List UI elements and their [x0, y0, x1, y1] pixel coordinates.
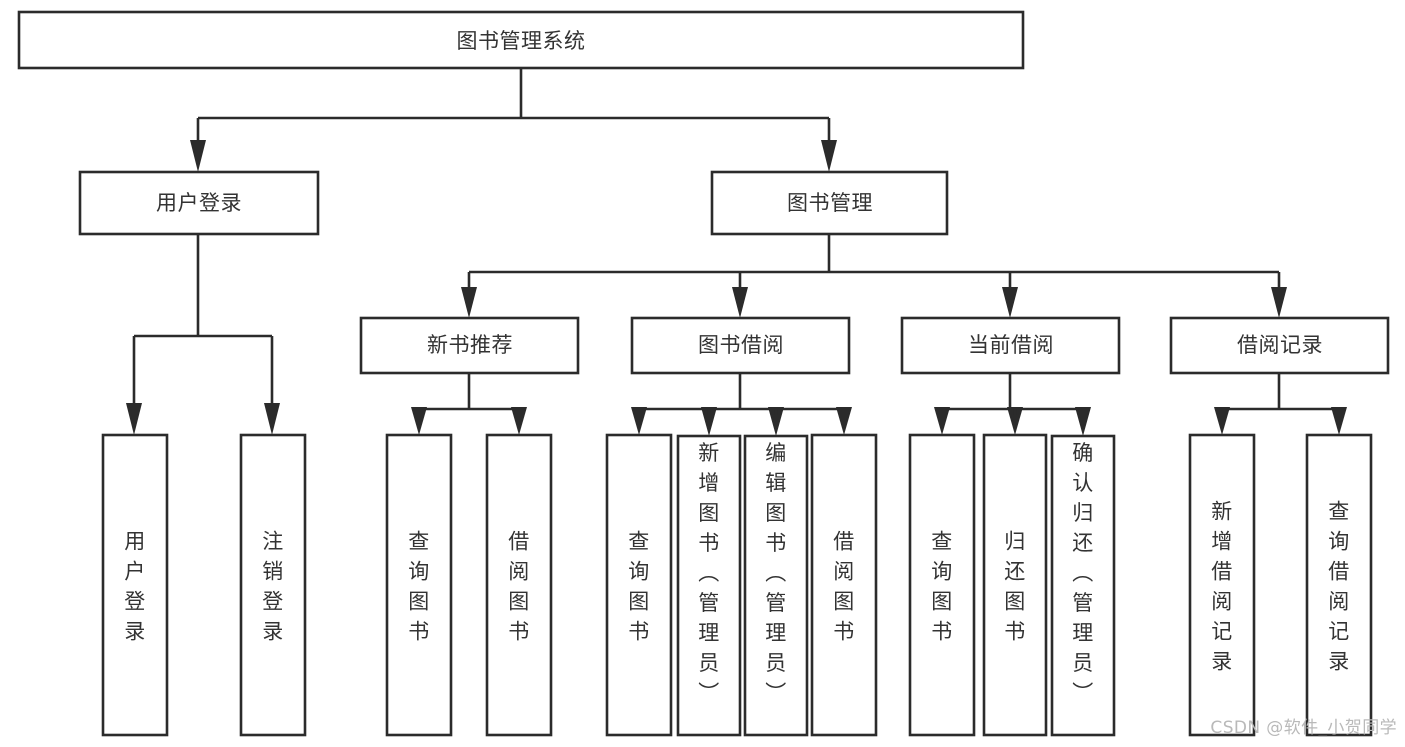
arrow-leaf-add-borrow-rec: [1214, 407, 1230, 435]
arrow-to-book-manage: [821, 140, 837, 172]
node-borrow-record-label: 借阅记录: [1237, 333, 1323, 357]
node-leaf-borrow-book-bo-box[interactable]: [810, 433, 878, 737]
node-leaf-add-book-admin-box[interactable]: [676, 434, 742, 737]
arrow-leaf-logout-login: [264, 403, 280, 435]
arrow-leaf-user-login: [126, 403, 142, 435]
node-leaf-logout-login-label: 注销登录: [262, 529, 284, 643]
node-book-manage[interactable]: 图书管理: [710, 170, 949, 236]
node-leaf-query-book-bo-label: 查询图书: [628, 529, 650, 643]
node-book-manage-label: 图书管理: [787, 191, 873, 215]
node-leaf-return-book-label: 归还图书: [1004, 529, 1026, 643]
node-current-borrow-label: 当前借阅: [968, 333, 1054, 357]
node-leaf-edit-book-admin-label: 编辑图书︵管理员︶: [765, 441, 787, 705]
node-leaf-query-borrow-rec[interactable]: 查询借阅记录: [1305, 433, 1373, 737]
node-leaf-edit-book-admin[interactable]: 编辑图书︵管理员︶: [743, 434, 809, 737]
node-leaf-borrow-book-bo[interactable]: 借阅图书: [810, 433, 878, 737]
node-leaf-query-book-cur-label: 查询图书: [931, 529, 953, 643]
arrow-leaf-borrow-book-bo: [836, 407, 852, 435]
node-root[interactable]: 图书管理系统: [17, 10, 1025, 70]
node-leaf-add-borrow-rec[interactable]: 新增借阅记录: [1188, 433, 1256, 737]
node-book-borrow[interactable]: 图书借阅: [630, 316, 851, 375]
node-leaf-query-book-rec[interactable]: 查询图书: [385, 433, 453, 737]
node-leaf-query-book-rec-box[interactable]: [385, 433, 453, 737]
arrow-leaf-query-book-cur: [934, 407, 950, 435]
leaf-layer: 用户登录 注销登录 查询图书 借阅图书 查询图书 新增图书︵管理员︶: [101, 433, 1373, 737]
node-leaf-user-login-label: 用户登录: [124, 529, 146, 643]
node-leaf-add-book-admin[interactable]: 新增图书︵管理员︶: [676, 434, 742, 737]
node-leaf-borrow-book-rec-box[interactable]: [485, 433, 553, 737]
arrow-to-current-borrow: [1002, 287, 1018, 318]
node-leaf-logout-login-box[interactable]: [239, 433, 307, 737]
node-leaf-query-book-bo[interactable]: 查询图书: [605, 433, 673, 737]
arrow-leaf-return-book: [1007, 407, 1023, 435]
node-root-label: 图书管理系统: [457, 29, 586, 53]
node-borrow-record-box[interactable]: [1169, 316, 1390, 375]
node-user-login-label: 用户登录: [156, 191, 242, 215]
node-leaf-confirm-return-box[interactable]: [1050, 434, 1116, 737]
node-leaf-return-book-box[interactable]: [982, 433, 1048, 737]
node-borrow-record[interactable]: 借阅记录: [1169, 316, 1390, 375]
node-book-borrow-box[interactable]: [630, 316, 851, 375]
node-book-manage-box[interactable]: [710, 170, 949, 236]
node-leaf-query-book-bo-box[interactable]: [605, 433, 673, 737]
arrow-to-new-book-rec: [461, 287, 477, 318]
node-leaf-add-borrow-rec-label: 新增借阅记录: [1211, 499, 1233, 673]
node-user-login-box[interactable]: [78, 170, 320, 236]
arrow-leaf-edit-book-admin: [768, 407, 784, 436]
node-user-login[interactable]: 用户登录: [78, 170, 320, 236]
connector-layer: [126, 68, 1347, 436]
node-leaf-user-login[interactable]: 用户登录: [101, 433, 169, 737]
arrow-leaf-confirm-return: [1075, 407, 1091, 436]
node-leaf-add-book-admin-label: 新增图书︵管理员︶: [698, 441, 720, 705]
node-leaf-add-borrow-rec-box[interactable]: [1188, 433, 1256, 737]
node-leaf-edit-book-admin-box[interactable]: [743, 434, 809, 737]
arrow-to-user-login: [190, 140, 206, 172]
node-leaf-query-book-cur-box[interactable]: [908, 433, 976, 737]
arrow-leaf-add-book-admin: [701, 407, 717, 436]
node-leaf-user-login-box[interactable]: [101, 433, 169, 737]
node-leaf-confirm-return[interactable]: 确认归还︵管理员︶: [1050, 434, 1116, 737]
node-leaf-query-book-rec-label: 查询图书: [408, 529, 430, 643]
arrow-leaf-query-book-rec: [411, 407, 427, 435]
node-new-book-rec[interactable]: 新书推荐: [359, 316, 580, 375]
node-new-book-rec-box[interactable]: [359, 316, 580, 375]
arrow-leaf-borrow-book-rec: [511, 407, 527, 435]
node-leaf-borrow-book-rec-label: 借阅图书: [508, 529, 530, 643]
arrow-leaf-query-book-bo: [631, 407, 647, 435]
node-leaf-borrow-book-rec[interactable]: 借阅图书: [485, 433, 553, 737]
node-current-borrow-box[interactable]: [900, 316, 1121, 375]
node-book-borrow-label: 图书借阅: [698, 333, 784, 357]
arrow-to-borrow-record: [1271, 287, 1287, 318]
node-new-book-rec-label: 新书推荐: [427, 333, 513, 357]
node-leaf-query-book-cur[interactable]: 查询图书: [908, 433, 976, 737]
node-leaf-confirm-return-label: 确认归还︵管理员︶: [1072, 441, 1094, 705]
node-leaf-logout-login[interactable]: 注销登录: [239, 433, 307, 737]
node-root-box[interactable]: [17, 10, 1025, 70]
arrow-to-book-borrow: [732, 287, 748, 318]
node-current-borrow[interactable]: 当前借阅: [900, 316, 1121, 375]
node-leaf-query-borrow-rec-label: 查询借阅记录: [1328, 499, 1350, 673]
node-leaf-borrow-book-bo-label: 借阅图书: [833, 529, 855, 643]
node-leaf-query-borrow-rec-box[interactable]: [1305, 433, 1373, 737]
arrow-leaf-query-borrow-rec: [1331, 407, 1347, 435]
node-leaf-return-book[interactable]: 归还图书: [982, 433, 1048, 737]
